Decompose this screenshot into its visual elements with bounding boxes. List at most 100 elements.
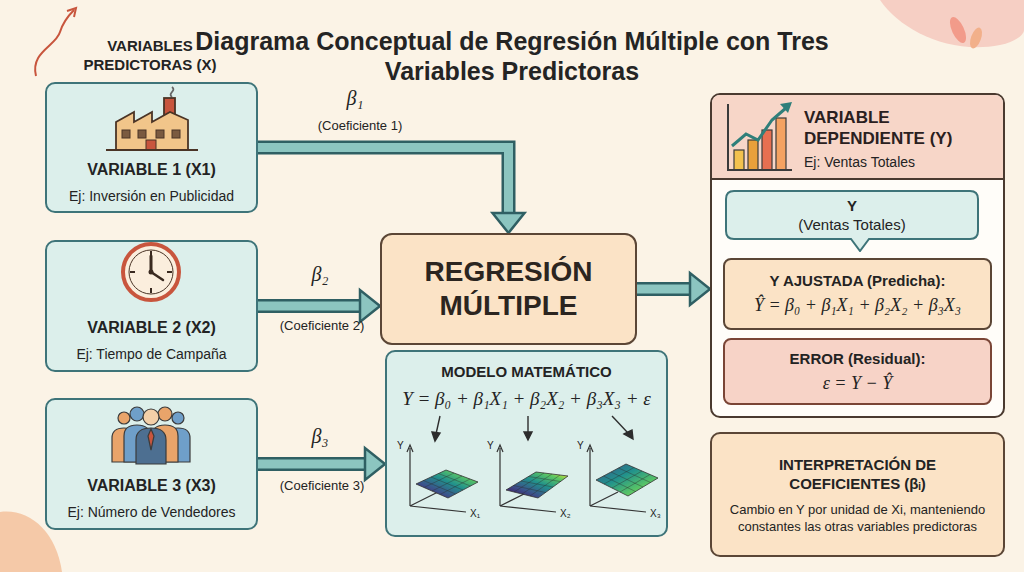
arrow-head: [690, 273, 710, 305]
prediction-box: Y AJUSTADA (Predicha):Ŷ = β₀ + β₁X₁ + β₂…: [723, 258, 992, 330]
text-group: VARIABLE 1 (X1) Ej: Inversión en Publicid…: [53, 160, 250, 205]
arrow-shaft: [258, 148, 509, 216]
surface-plot: [596, 464, 658, 496]
chart-icon: [732, 108, 786, 146]
factory-icon: [106, 149, 198, 151]
people-icon: [118, 412, 130, 424]
curl-arrow: [67, 8, 76, 17]
chart-icon: [734, 150, 744, 170]
axis-label: Y: [397, 440, 404, 452]
arrow-connector: [637, 273, 710, 305]
predictor-box: VARIABLE 2 (X2)Ej: Tiempo de Campaña: [45, 240, 258, 372]
predictor-box: VARIABLE 1 (X1) Ej: Inversión en Publicid…: [45, 82, 258, 213]
error-heading: ERROR (Residual):: [790, 349, 926, 368]
model-box: MODELO MATEMÁTICO Y = β₀ + β₁X₁ + β₂X₂ + …: [385, 350, 668, 537]
text-group: Y AJUSTADA (Predicha):Ŷ = β₀ + β₁X₁ + β₂…: [731, 271, 984, 317]
coefficient-label: (Coeficiente 2): [262, 318, 382, 334]
model-heading: MODELO MATEMÁTICO: [441, 362, 612, 381]
variable-name: VARIABLE 2 (X2): [87, 318, 216, 338]
arrow-shaft: [258, 302, 362, 311]
diagram-title: Diagrama Conceptual de Regresión Múltipl…: [192, 26, 832, 86]
surface-plot: [587, 445, 646, 512]
predictor-box: VARIABLE 3 (X3) Ej: Número de Vendedores: [45, 398, 258, 530]
factory-icon: [138, 130, 146, 138]
arrow-outline: [258, 457, 367, 471]
variable-symbol: Y: [847, 196, 857, 215]
surface-plot: [424, 473, 471, 495]
panel-example: Ej: Ventas Totales: [804, 153, 995, 171]
variable-example: Ej: Inversión en Publicidad: [69, 187, 234, 205]
arrow-connector: [258, 448, 385, 480]
curl-arrow: [35, 10, 74, 76]
error-equation: ε = Y − Ŷ: [823, 371, 892, 395]
people-icon: [166, 428, 190, 462]
people-icon: [112, 407, 190, 464]
people-icon: [148, 429, 154, 450]
surface-plot: [407, 445, 466, 512]
variable-meaning: (Ventas Totales): [798, 215, 905, 234]
axis-label: X₁: [470, 508, 480, 520]
process-box: REGRESIÓN MÚLTIPLE: [380, 233, 637, 345]
bubble-outline: [726, 191, 978, 251]
people-icon: [130, 407, 144, 421]
surface-plot: [506, 472, 568, 498]
axis-label: Y: [577, 440, 584, 452]
surface-plot: [416, 470, 478, 498]
people-icon: [112, 428, 136, 462]
petal-decor: [947, 15, 970, 45]
people-icon: [158, 407, 172, 421]
chart-icon: [748, 140, 758, 170]
text-group: VARIABLE DEPENDIENTE (Y)Ej: Ventas Total…: [712, 95, 1003, 180]
clock-icon: [129, 250, 173, 294]
model-equation: Y = β₀ + β₁X₁ + β₂X₂ + β₃X₃ + ε: [402, 387, 651, 411]
coefficient-symbol: β₂: [300, 262, 340, 286]
leader-arrow: [436, 416, 440, 434]
coefficient-symbol: β₃: [300, 424, 340, 448]
prediction-equation: Ŷ = β₀ + β₁X₁ + β₂X₂ + β₃X₃: [754, 293, 961, 317]
arrow-outline: [258, 299, 362, 313]
axis-label: X₃: [650, 508, 661, 520]
clock-icon: [149, 270, 154, 275]
people-icon: [172, 412, 184, 424]
factory-icon: [172, 130, 180, 138]
variable-name: VARIABLE 1 (X1): [87, 160, 216, 180]
factory-icon: [171, 87, 174, 97]
people-icon: [124, 425, 150, 462]
chart-icon: [776, 118, 786, 170]
chart-icon: [728, 102, 792, 170]
surface-plot: [497, 445, 568, 512]
clock-icon: [123, 244, 179, 300]
factory-icon: [156, 130, 164, 138]
factory-icon: [106, 87, 198, 150]
text-group: INTERPRETACIÓN DE COEFICIENTES (βᵢ)Cambi…: [724, 455, 991, 535]
arrow-connector: [258, 290, 380, 322]
leader-arrow: [612, 416, 628, 433]
arrow-outline: [258, 148, 509, 216]
axis-label: Y: [487, 440, 494, 452]
people-icon: [143, 409, 159, 425]
process-title: REGRESIÓN MÚLTIPLE: [392, 255, 625, 323]
leader-arrow: [624, 430, 633, 439]
clock-icon: [150, 256, 153, 272]
factory-icon: [116, 112, 188, 150]
leader-arrow: [432, 432, 440, 441]
text-group: VARIABLE 3 (X3) Ej: Número de Vendedores: [53, 476, 250, 521]
factory-icon: [122, 130, 130, 138]
surface-plot: [407, 445, 478, 512]
arrow-head: [365, 448, 385, 480]
chart-icon: [762, 130, 772, 170]
arrow-head: [493, 213, 525, 233]
people-icon: [152, 425, 178, 462]
people-icon: [136, 428, 166, 464]
note-heading: INTERPRETACIÓN DE COEFICIENTES (βᵢ): [753, 455, 963, 493]
factory-icon: [164, 98, 175, 120]
clock-icon: [151, 272, 163, 280]
arrow-head: [360, 290, 380, 322]
column-heading: VARIABLES PREDICTORAS (X): [75, 36, 225, 74]
variable-name: VARIABLE 3 (X3): [87, 476, 216, 496]
coefficient-symbol: β₁: [335, 86, 375, 110]
variable-example: Ej: Número de Vendedores: [67, 503, 235, 521]
clock-icon: [130, 251, 172, 293]
text-group: MODELO MATEMÁTICO Y = β₀ + β₁X₁ + β₂X₂ + …: [393, 362, 660, 411]
leader-arrow: [527, 416, 528, 434]
